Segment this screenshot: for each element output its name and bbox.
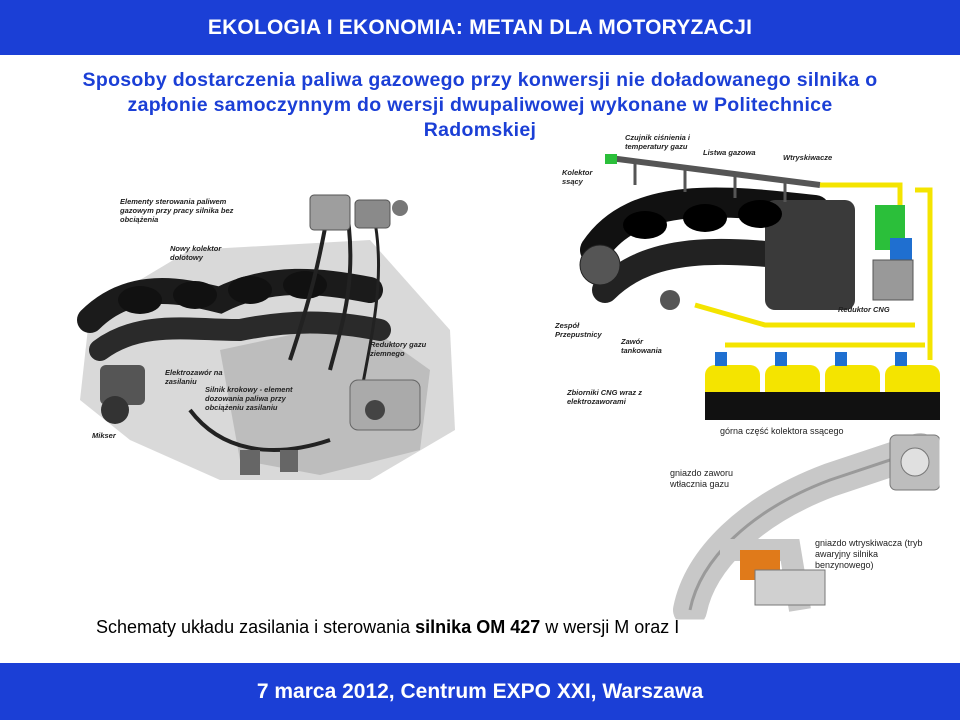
label-solenoid-valve: Elektrozawór na zasilaniu — [165, 368, 223, 386]
label-cng-tanks: Zbiorniki CNG wraz z elektrozaworami — [567, 388, 643, 406]
label-new-manifold: Nowy kolektor dolotowy — [170, 244, 222, 262]
left-engine-figure: Elementy sterowania paliwem gazowym przy… — [70, 180, 465, 485]
label-fill-valve: Zawór tankowania — [621, 337, 662, 355]
heading-line-1: Sposoby dostarczenia paliwa gazowego prz… — [82, 69, 878, 91]
right-cng-figure: Czujnik ciśnienia i temperatury gazu Lis… — [555, 130, 950, 420]
label-cng-reducer: Reduktor CNG — [838, 305, 890, 314]
label-injector-socket: gniazdo wtryskiwacza (tryb awaryjny siln… — [815, 538, 923, 570]
header-title: EKOLOGIA I EKONOMIA: METAN DLA MOTORYZAC… — [207, 15, 753, 39]
label-throttle-unit: Zespół Przepustnicy — [555, 321, 602, 339]
label-injectors: Wtryskiwacze — [783, 153, 833, 162]
label-upper-manifold: górna część kolektora ssącego — [720, 426, 844, 436]
heading-line-3: Radomskiej — [423, 119, 537, 141]
footer-text: 7 marca 2012, Centrum EXPO XXI, Warszawa — [256, 679, 704, 703]
manifold-detail-illustration — [669, 424, 941, 627]
caption-part-a: Schematy układu zasilania i sterowania — [96, 617, 416, 637]
caption-part-c: w wersji M oraz I — [540, 617, 680, 637]
heading-line-2: zapłonie samoczynnym do wersji dwupaliwo… — [127, 94, 833, 116]
label-control-elements: Elementy sterowania paliwem gazowym przy… — [120, 197, 234, 224]
label-intake-manifold: Kolektor ssący — [562, 168, 593, 186]
slide-heading: Sposoby dostarczenia paliwa gazowego prz… — [40, 68, 920, 143]
label-mixer: Mikser — [92, 431, 116, 440]
caption-part-b: silnika OM 427 — [415, 617, 541, 637]
label-gas-rail: Listwa gazowa — [703, 148, 756, 157]
left-engine-illustration — [77, 194, 455, 480]
manifold-detail-figure: górna część kolektora ssącego gniazdo za… — [660, 420, 950, 627]
figure-caption: Schematy układu zasilania i sterowania s… — [96, 617, 876, 638]
header-bar: EKOLOGIA I EKONOMIA: METAN DLA MOTORYZAC… — [0, 0, 960, 55]
footer-bar: 7 marca 2012, Centrum EXPO XXI, Warszawa — [0, 663, 960, 720]
label-valve-socket: gniazdo zaworu wtłacznia gazu — [670, 468, 734, 489]
label-pressure-sensor: Czujnik ciśnienia i temperatury gazu — [625, 133, 691, 151]
right-cng-illustration — [579, 154, 940, 420]
label-gas-reducers: Reduktory gazu ziemnego — [370, 340, 427, 358]
label-stepper-motor: Silnik krokowy - element dozowania paliw… — [205, 385, 293, 412]
